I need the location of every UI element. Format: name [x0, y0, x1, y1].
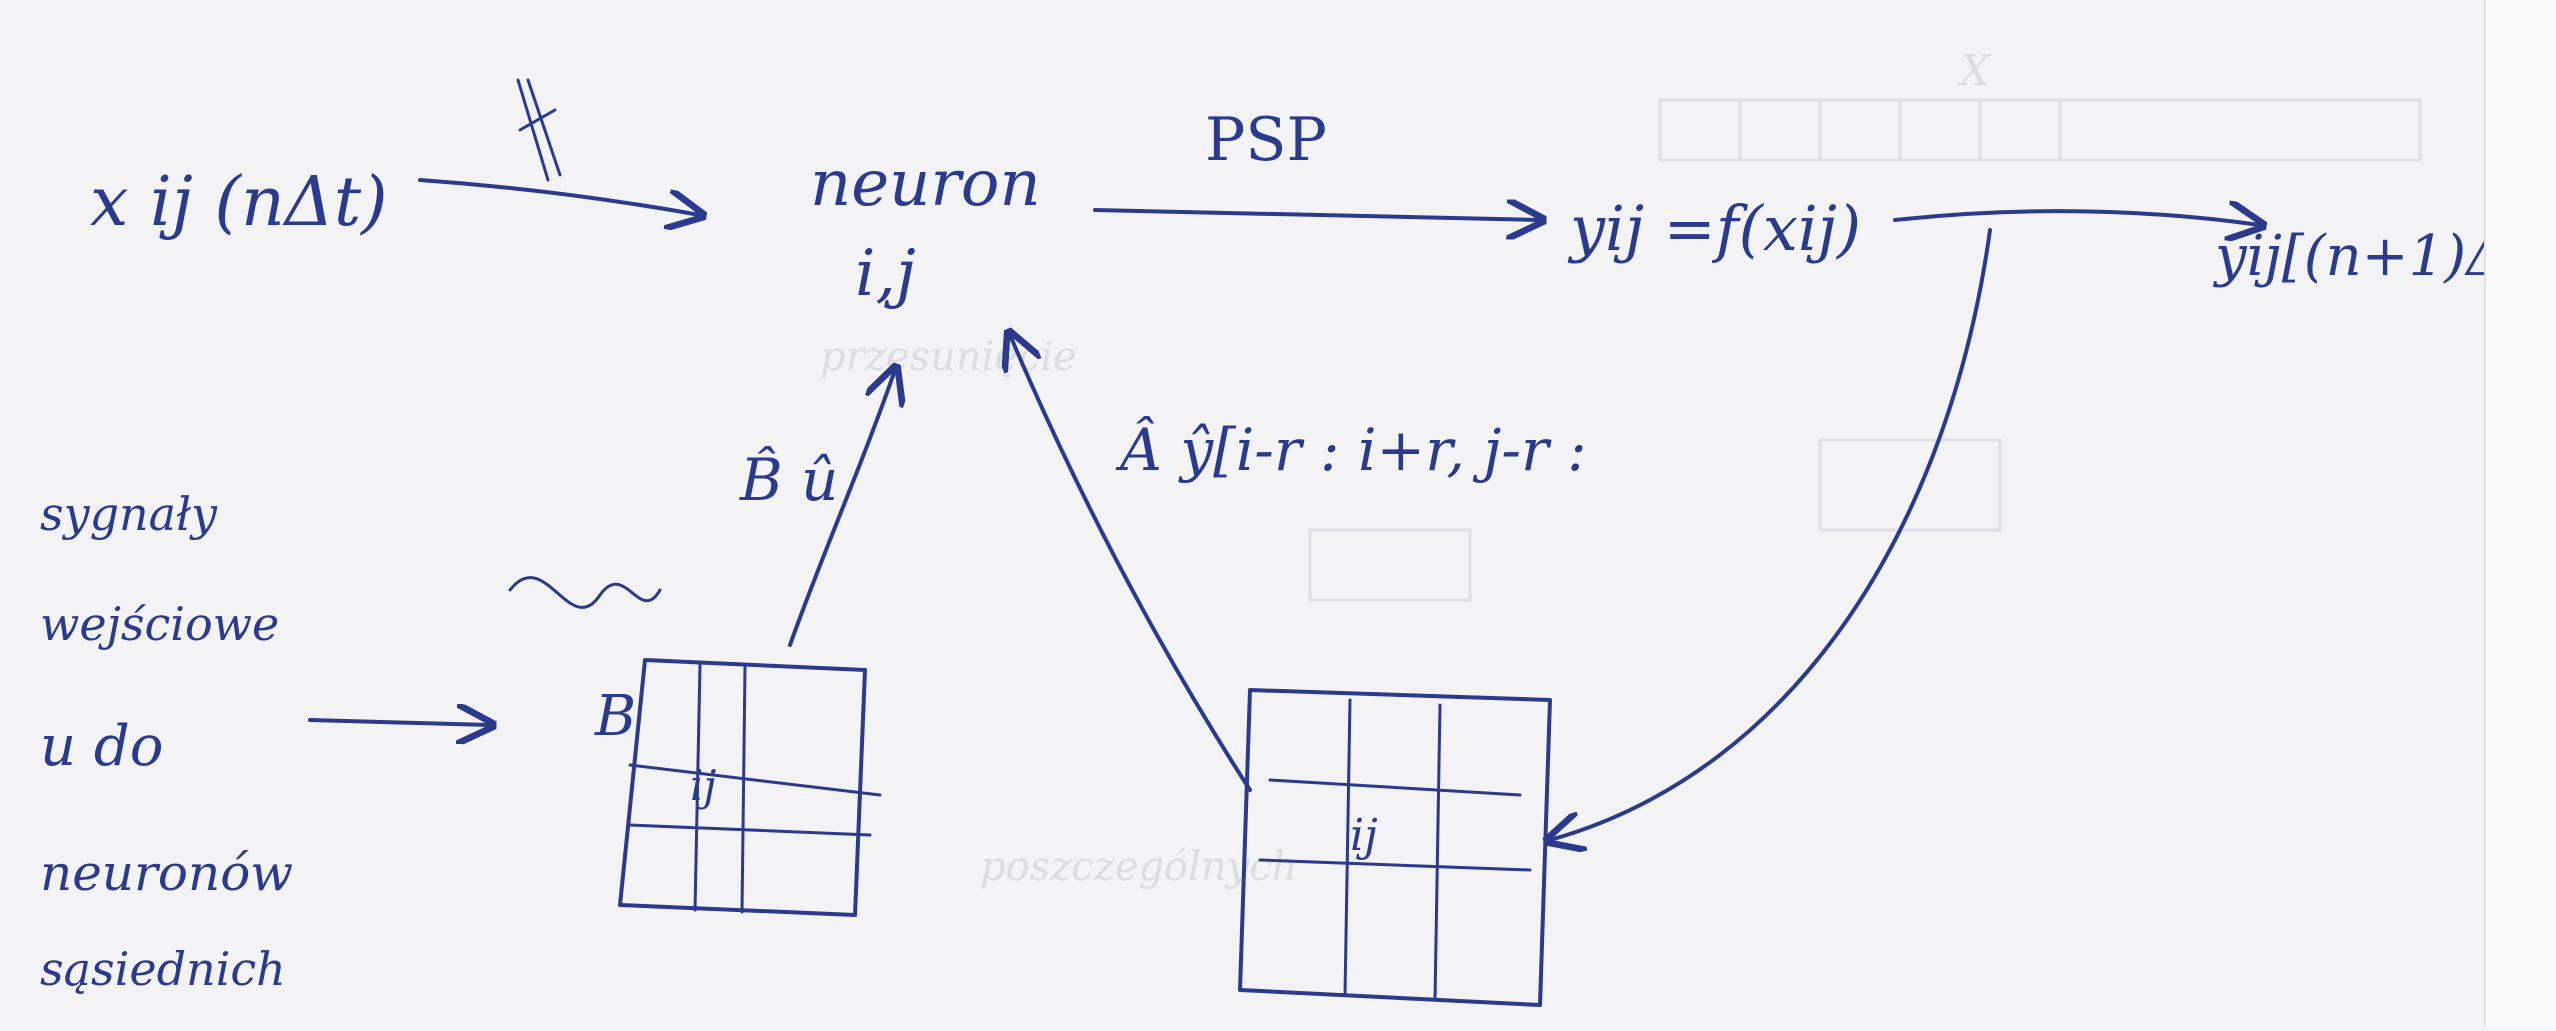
side-note-line-5: sąsiednich: [40, 942, 286, 996]
faint-text-2: poszczególnych: [980, 844, 1297, 890]
matrix-b-center: ij: [690, 761, 716, 810]
input-label: x ij (nΔt): [90, 163, 388, 242]
input-weight-label: B̂ û: [739, 445, 838, 514]
psp-arrow: [1093, 210, 1540, 220]
side-note-line-1: sygnały: [40, 487, 218, 541]
side-note-arrow: [308, 720, 490, 725]
input-weight-arrow: [788, 370, 895, 647]
side-note-line-3: u do: [40, 714, 163, 779]
side-note-line-4: neuronów: [40, 844, 293, 902]
output-function: yij =f(xij): [1567, 192, 1861, 265]
faint-text-x: X: [1957, 46, 1992, 95]
matrix-a: ij: [1238, 688, 1552, 1007]
paper-edge: [2484, 0, 2556, 1027]
matrix-a-border: [1238, 688, 1552, 1007]
faint-text-1: przesunięcie: [820, 334, 1077, 380]
squiggle-mark: [508, 576, 662, 609]
matrix-b-border: [618, 658, 867, 917]
neuron-index: i,j: [855, 237, 916, 311]
input-arrow: [418, 178, 700, 215]
matrix-b-label: B: [594, 684, 636, 749]
matrix-a-center: ij: [1350, 810, 1378, 861]
psp-label: PSP: [1205, 105, 1327, 175]
side-note: sygnały wejściowe u do neuronów sąsiedni…: [40, 487, 293, 996]
feedback-arrow-up: [1010, 335, 1252, 792]
matrix-b: ij: [618, 658, 882, 917]
feedback-label: Â ŷ[i-r : i+r, j-r :: [1115, 416, 1587, 484]
neuron-label: neuron: [810, 147, 1041, 221]
background-bleed-through: X przesunięcie poszczególnych: [820, 46, 2422, 890]
scribble-mark: [516, 78, 562, 182]
feedback-arrow-down: [1550, 228, 1992, 840]
side-note-line-2: wejściowe: [40, 597, 279, 651]
output-arrow: [1893, 211, 2260, 225]
